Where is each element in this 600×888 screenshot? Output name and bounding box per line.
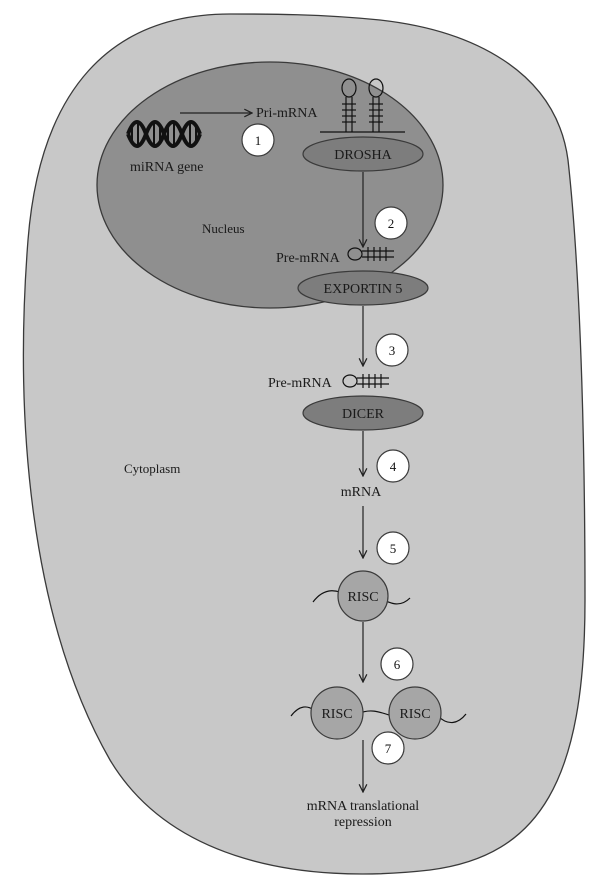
svg-text:RISC: RISC <box>347 590 378 605</box>
dicer-enzyme: DICER <box>302 395 424 431</box>
step-1-badge: 1 <box>241 123 275 157</box>
pri-mrna-hairpin-icon <box>320 78 405 133</box>
mrna-label: mRNA <box>341 485 382 500</box>
svg-text:1: 1 <box>255 133 262 148</box>
svg-text:2: 2 <box>388 216 395 231</box>
svg-text:RISC: RISC <box>399 707 430 722</box>
mirna-gene-label: miRNA gene <box>130 160 204 175</box>
svg-text:DROSHA: DROSHA <box>334 148 392 163</box>
repression-label-line1: mRNA translational <box>307 799 419 814</box>
pre-mrna-nucleus-label: Pre-mRNA <box>276 251 341 266</box>
cytoplasm-label: Cytoplasm <box>124 461 180 476</box>
svg-text:7: 7 <box>385 741 392 756</box>
step-4-badge: 4 <box>376 449 410 483</box>
pre-mrna-hairpin-icon-cytoplasm <box>342 374 389 388</box>
risc-complex-right: RISC <box>388 686 442 740</box>
nucleus <box>96 61 444 309</box>
repression-label-line2: repression <box>334 815 392 830</box>
step-2-badge: 2 <box>374 206 408 240</box>
svg-text:3: 3 <box>389 343 396 358</box>
step-5-badge: 5 <box>376 531 410 565</box>
pri-mrna-label: Pri-mRNA <box>256 106 318 121</box>
svg-text:RISC: RISC <box>321 707 352 722</box>
dna-helix-icon <box>126 120 202 148</box>
step-6-badge: 6 <box>380 647 414 681</box>
risc-complex-single: RISC <box>337 570 389 622</box>
svg-text:6: 6 <box>394 657 401 672</box>
svg-text:5: 5 <box>390 541 397 556</box>
svg-text:EXPORTIN 5: EXPORTIN 5 <box>324 282 403 297</box>
drosha-enzyme: DROSHA <box>302 136 424 172</box>
svg-text:DICER: DICER <box>342 407 385 422</box>
step-3-badge: 3 <box>375 333 409 367</box>
pre-mrna-cytoplasm-label: Pre-mRNA <box>268 376 333 391</box>
nucleus-label: Nucleus <box>202 221 245 236</box>
pre-mrna-hairpin-icon-nucleus <box>347 247 394 261</box>
exportin-5-transporter: EXPORTIN 5 <box>297 270 429 306</box>
step-7-badge: 7 <box>371 731 405 765</box>
risc-complex-left: RISC <box>310 686 364 740</box>
svg-text:4: 4 <box>390 459 397 474</box>
